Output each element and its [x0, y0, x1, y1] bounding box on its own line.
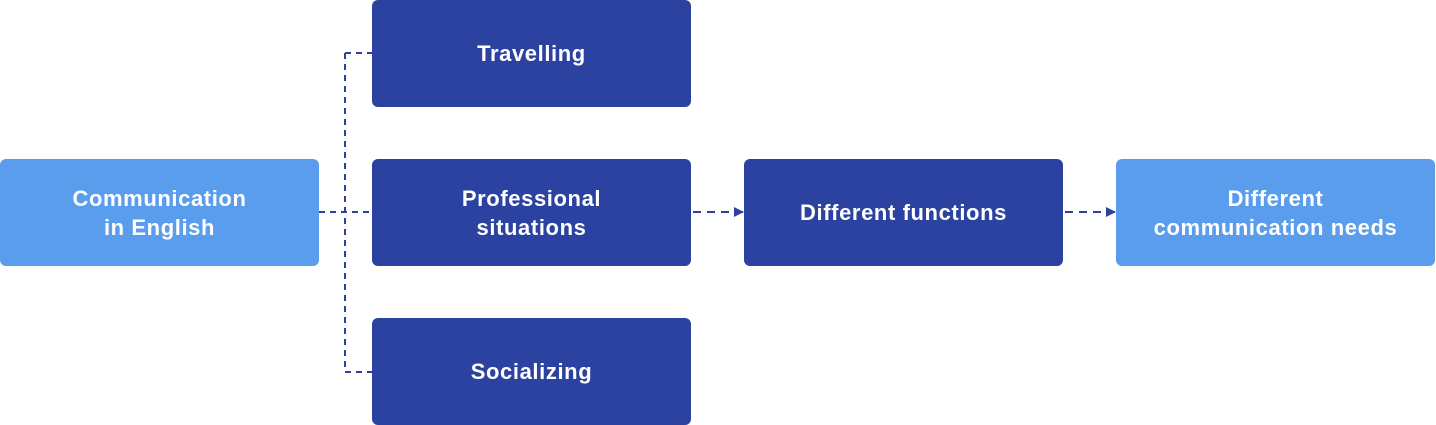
- node-label: Socializing: [470, 359, 593, 384]
- node-communication-in-english: Communication in English: [0, 159, 319, 266]
- node-label: Travelling: [477, 41, 586, 66]
- node-label: Different communication needs: [1153, 185, 1398, 240]
- node-label: Communication in English: [72, 185, 247, 240]
- node-professional-situations: Professional situations: [372, 159, 691, 266]
- node-different-communication-needs: Different communication needs: [1116, 159, 1435, 266]
- node-label: Different functions: [800, 200, 1007, 225]
- node-label: Professional situations: [461, 185, 602, 240]
- node-socializing: Socializing: [372, 318, 691, 425]
- node-different-functions: Different functions: [744, 159, 1063, 266]
- node-travelling: Travelling: [372, 0, 691, 107]
